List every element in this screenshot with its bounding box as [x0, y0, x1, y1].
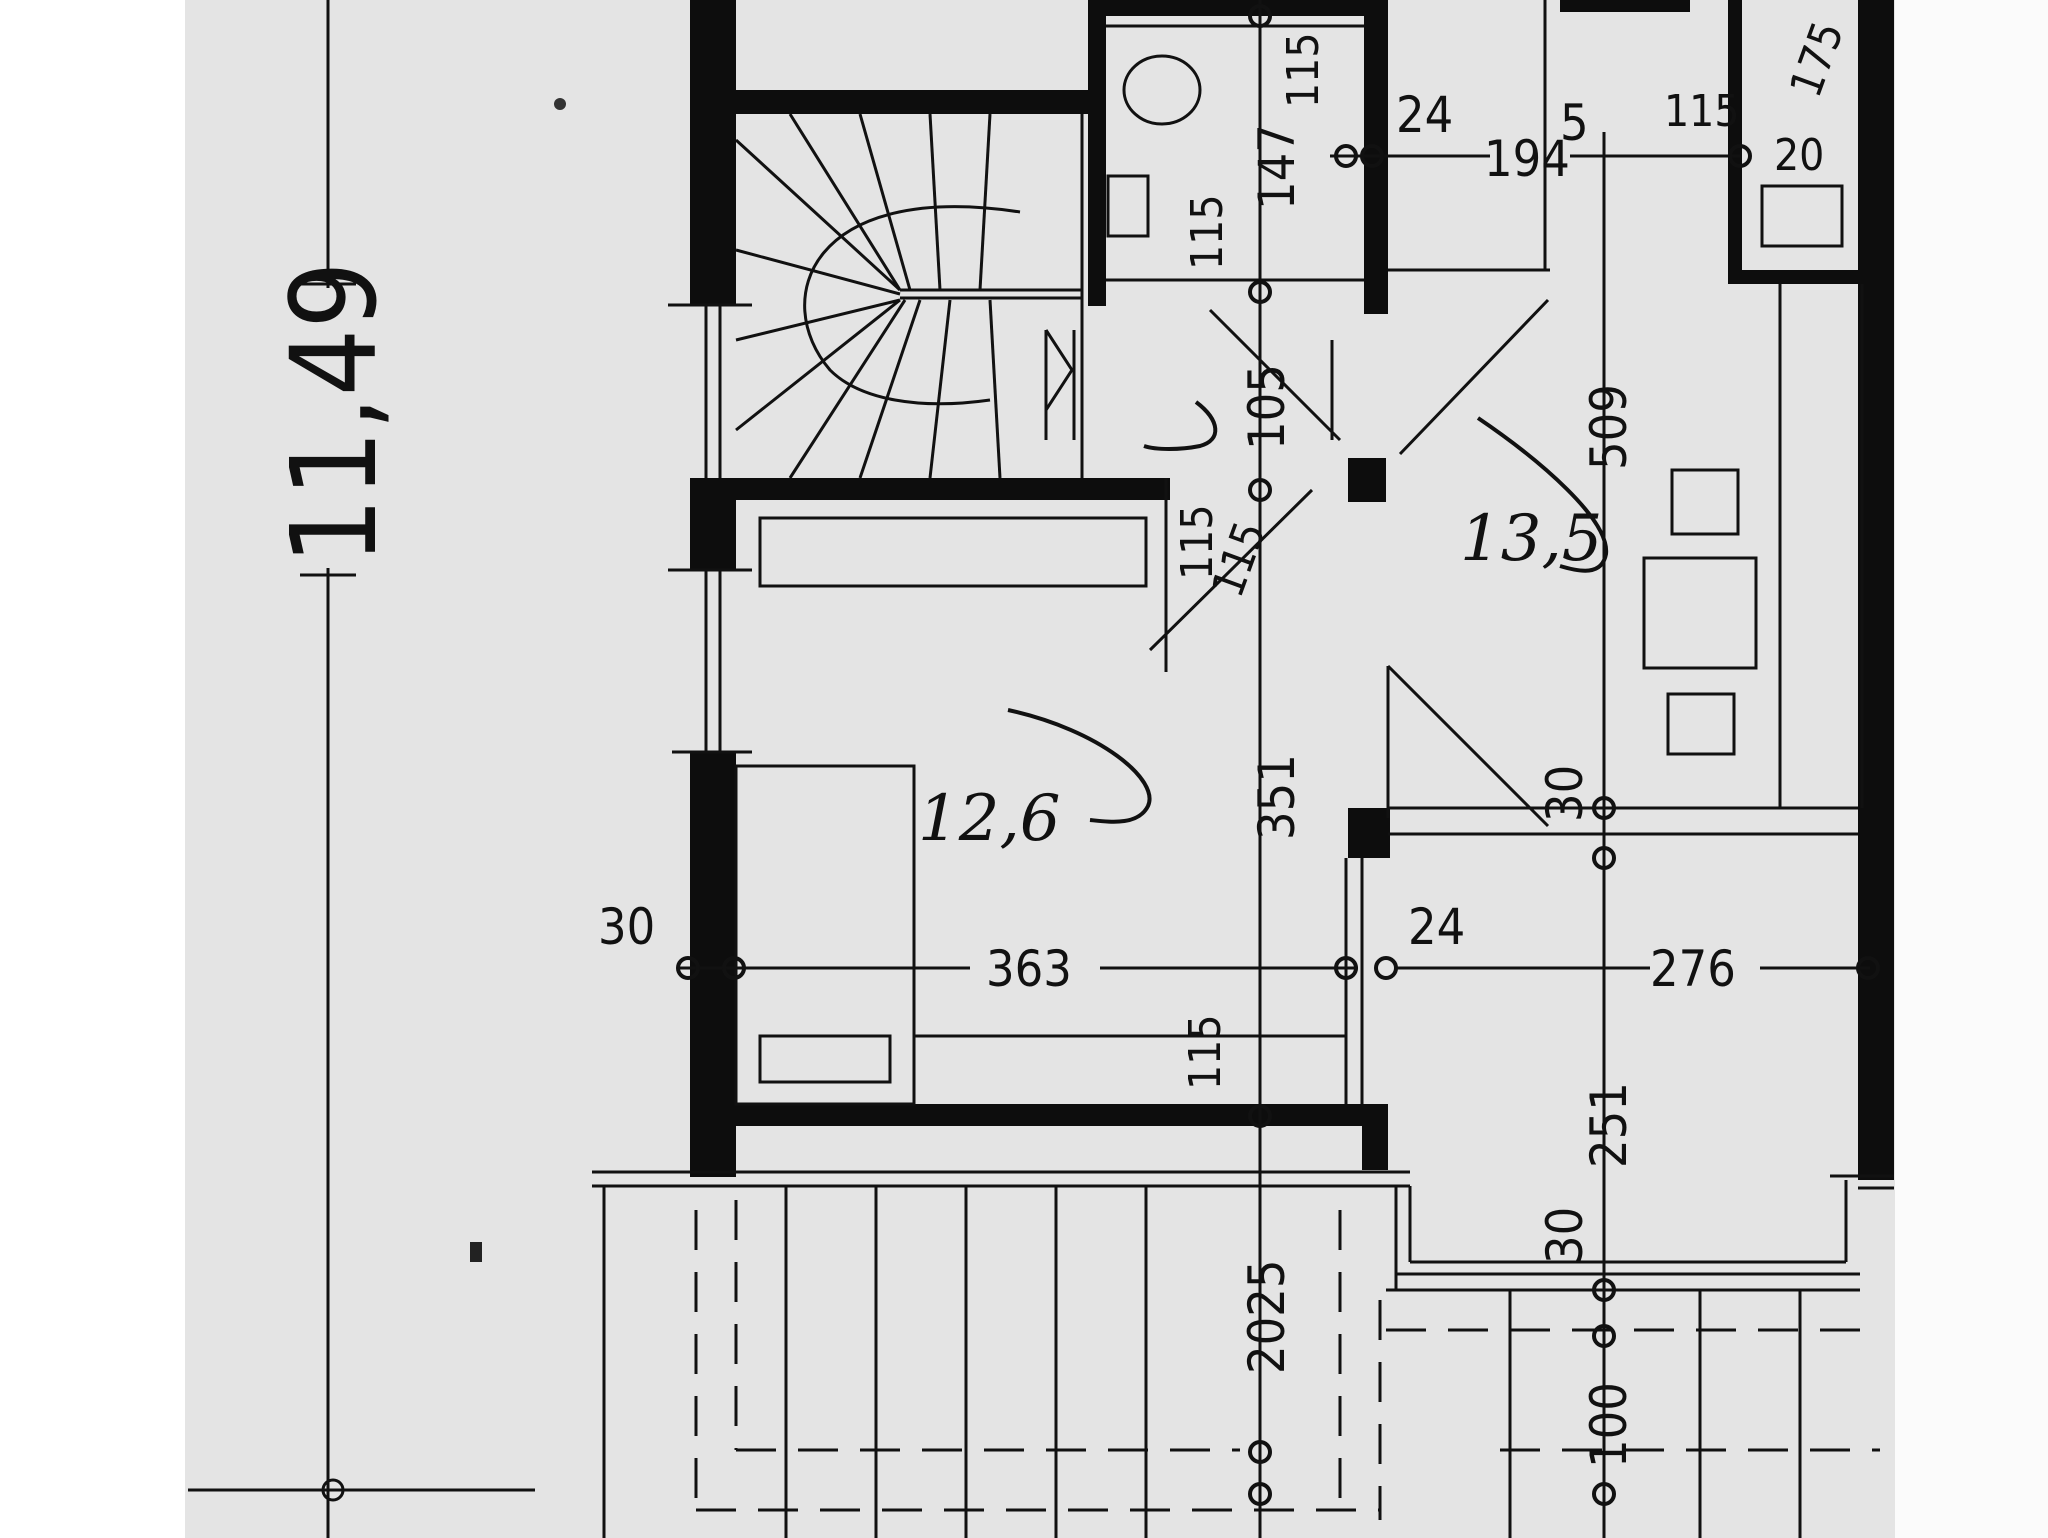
dim-100: 100	[1580, 1382, 1638, 1468]
wall-stair-top	[736, 90, 1088, 114]
wall-kitchen-left	[1728, 0, 1742, 280]
dim-30-left: 30	[598, 898, 655, 956]
dim-194: 194	[1484, 130, 1570, 188]
room-size-upper: 13,5	[1460, 502, 1603, 576]
dim-115-low: 115	[1180, 1014, 1231, 1090]
wall-column-upper	[1348, 458, 1386, 502]
dim-2025: 2025	[1238, 1260, 1296, 1374]
wall-kitchen-bottom	[1728, 270, 1858, 284]
dim-351: 351	[1248, 754, 1306, 840]
dim-276: 276	[1650, 940, 1736, 998]
wall-wc-top	[1088, 0, 1376, 16]
dim-147: 147	[1248, 124, 1306, 210]
wall-top-right	[1560, 0, 1690, 12]
dim-30-low: 30	[1536, 1207, 1594, 1264]
dim-115-wc: 115	[1182, 194, 1233, 270]
thin-lines	[592, 0, 1894, 1538]
ink-speck	[554, 98, 566, 110]
dimension-nodes	[676, 4, 1880, 1506]
wall-right-outer	[1858, 0, 1894, 1180]
dim-115-top: 115	[1278, 32, 1329, 108]
dim-251: 251	[1580, 1082, 1638, 1168]
paper-fade-right	[1895, 0, 2048, 1538]
dim-20: 20	[1774, 130, 1824, 181]
dim-115-mid-a: 115	[1172, 504, 1223, 580]
dim-105: 105	[1238, 364, 1296, 450]
wall-left-mid	[690, 478, 736, 570]
dim-24-top: 24	[1396, 86, 1453, 144]
wall-stair-bottom	[736, 478, 1170, 500]
wall-column-mid	[1348, 808, 1390, 858]
walls	[690, 0, 1894, 1180]
room-size-lower: 12,6	[918, 782, 1061, 856]
wall-room-bottom	[736, 1104, 1388, 1126]
dim-5: 5	[1560, 94, 1589, 152]
overall-height-label: 11,49	[265, 261, 403, 565]
ink-speck	[470, 1242, 482, 1262]
wall-left-upper	[690, 0, 736, 305]
wall-wc-left	[1088, 0, 1106, 306]
overall-dimension-line	[188, 0, 535, 1538]
dim-24-mid: 24	[1408, 898, 1465, 956]
dim-30-right: 30	[1536, 765, 1594, 822]
dim-115-right: 115	[1664, 86, 1740, 137]
handwritten-marks	[1007, 400, 1609, 824]
scanned-sheet	[185, 0, 1895, 1538]
dim-509: 509	[1580, 384, 1638, 470]
dim-363: 363	[986, 940, 1072, 998]
